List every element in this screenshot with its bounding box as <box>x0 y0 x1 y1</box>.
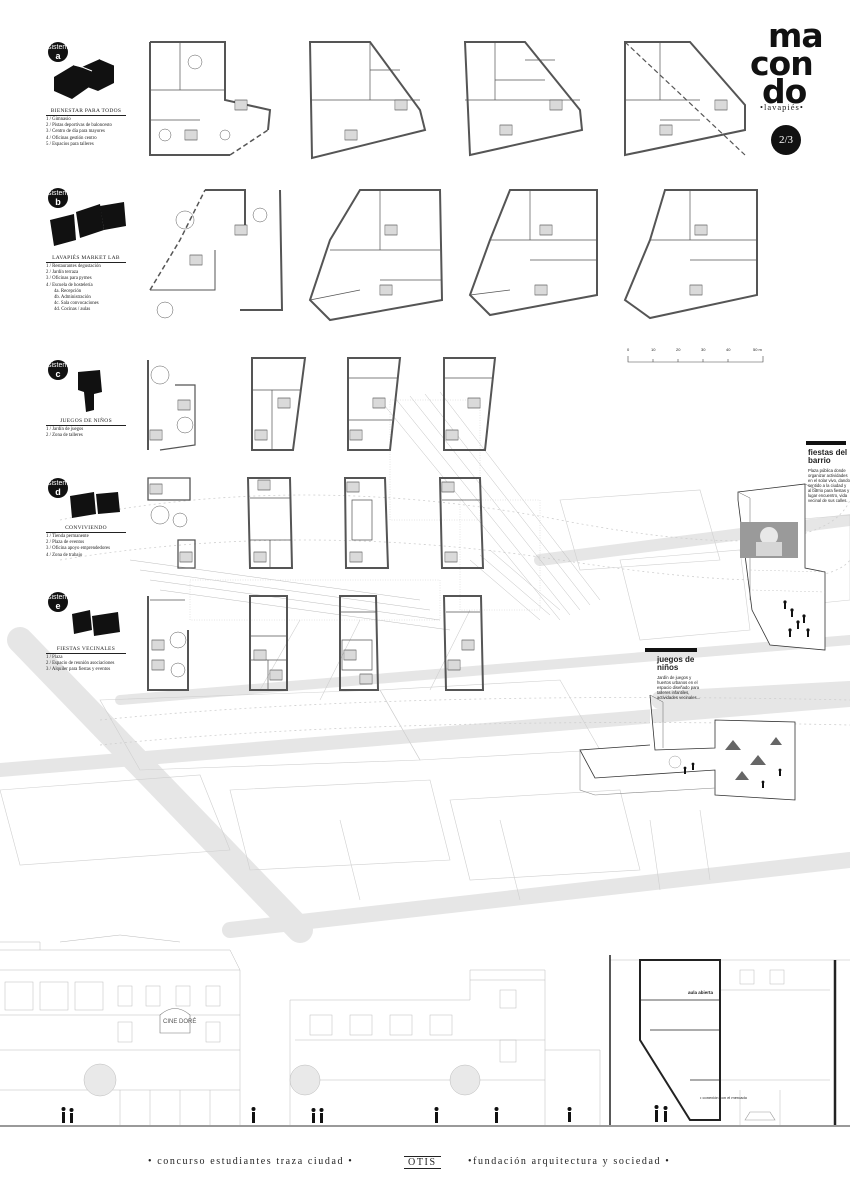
section-title-b: LAVAPIÉS MARKET LAB <box>46 255 126 263</box>
scale-label: 0 <box>627 347 630 352</box>
item: 3 / Oficinas para pymes <box>46 276 92 282</box>
plan-a-level-1 <box>149 41 272 156</box>
plan-d-level-4 <box>438 477 485 569</box>
section-items-d: 1 / Tienda permanente 2 / Plaza de event… <box>46 534 141 559</box>
footer: • concurso estudiantes traza ciudad • OT… <box>0 1156 850 1170</box>
plan-d-level-1 <box>147 477 196 569</box>
cine-sign-label: CINE DORÉ <box>163 1019 197 1025</box>
section-title-e: FIESTAS VECINALES <box>46 646 126 654</box>
plan-d-level-3 <box>343 477 390 569</box>
plan-b-level-1 <box>149 189 284 319</box>
item: 3 / Oficina apoyo emprendedores <box>46 546 110 552</box>
massing-icon-d <box>70 492 120 518</box>
sheet-number: 2/3 <box>771 125 801 155</box>
plan-b-level-3 <box>468 189 598 317</box>
section-items-c: 1 / Jardín de juegos 2 / Zona de tallere… <box>46 427 141 439</box>
massing-icon-e <box>72 610 120 636</box>
callout-text-juegos: Jardín de juegos y huertos urbanos en el… <box>657 675 701 700</box>
plan-a-level-3 <box>463 41 584 157</box>
callout-title-fiestas: fiestas del barrio <box>808 448 848 465</box>
section-items-b: 1 / Restaurantes degustación 2 / Jardín … <box>46 264 141 314</box>
callout-title-juegos: juegos de niños <box>657 655 695 672</box>
item: 2 / Jardín terraza <box>46 270 79 276</box>
item: 4 / Escuela de hostelería <box>46 282 93 288</box>
scale-label: 10 <box>651 347 656 352</box>
section-title-a: BIENESTAR PARA TODOS <box>46 108 126 116</box>
item: 4c. Sala convocaciones <box>54 301 99 307</box>
massing-icon-b <box>50 202 126 246</box>
plan-e-level-2 <box>249 595 288 691</box>
item: 2 / Pistas deportivas de baloncesto <box>46 123 112 129</box>
item: 4a. Recepción <box>54 288 82 294</box>
item: 2 / Plaza de eventos <box>46 540 85 546</box>
logo-line-3: do <box>762 72 807 111</box>
callout-text-fiestas: Plaza pública donde organizar actividade… <box>808 468 850 503</box>
section-note: • conexión con el mercado <box>700 1095 747 1100</box>
scale-bar <box>627 356 764 363</box>
scale-label: 20 <box>676 347 681 352</box>
section-title-c: JUEGOS DE NIÑOS <box>46 418 126 426</box>
callout-bar-fiestas <box>806 441 846 445</box>
plan-e-level-4 <box>442 595 485 691</box>
section-items-a: 1 / Gimnasio 2 / Pistas deportivas de ba… <box>46 117 141 148</box>
plan-b-level-2 <box>308 189 444 322</box>
item: 5 / Espacios para talleres <box>46 141 94 147</box>
item: 1 / Tienda permanente <box>46 534 89 539</box>
massing-icon-a <box>54 58 115 99</box>
plan-b-level-4 <box>623 189 758 320</box>
logo-line-2: con <box>750 44 814 83</box>
plan-a-level-2 <box>308 41 427 160</box>
item: 4 / Oficinas gestión centro <box>46 135 97 141</box>
scale-label: 50 m <box>753 347 762 352</box>
item: 3 / Alquiler para fiestas y eventos <box>46 667 111 673</box>
section-title-d: CONVIVIENDO <box>46 525 126 533</box>
logo-line-1: ma <box>768 16 824 55</box>
plan-e-level-3 <box>339 595 380 691</box>
axon-juegos-building <box>579 694 796 801</box>
item: 2 / Zona de talleres <box>46 433 83 439</box>
plan-c-level-1 <box>147 360 196 451</box>
item: 1 / Restaurantes degustación <box>46 264 101 269</box>
plan-a-level-4 <box>624 41 746 157</box>
item: 1 / Gimnasio <box>46 117 71 122</box>
plan-d-level-2 <box>246 477 294 569</box>
scale-label: 40 <box>726 347 731 352</box>
section-label-aula: aula abierta <box>688 990 714 995</box>
footer-left: • concurso estudiantes traza ciudad • <box>148 1156 354 1167</box>
plan-c-level-3 <box>347 357 402 451</box>
item: 4 / Zona de trabajo <box>46 552 83 558</box>
item: 2 / Espacio de reunión asociaciones <box>46 661 115 667</box>
massing-icon-c <box>78 370 102 412</box>
item: 1 / Jardín de juegos <box>46 427 84 432</box>
footer-otis-logo: OTIS <box>404 1156 441 1169</box>
axon-fiestas-building <box>737 483 826 651</box>
scale-label: 30 <box>701 347 706 352</box>
footer-right: •fundación arquitectura y sociedad • <box>468 1156 671 1167</box>
item: 1 / Plaza <box>46 655 63 660</box>
item: 4b. Administración <box>54 295 91 301</box>
street-elevation <box>0 934 850 1127</box>
plan-c-level-4 <box>443 357 497 451</box>
plan-e-level-1 <box>147 596 189 691</box>
item: 3 / Centro de día para mayores <box>46 129 105 135</box>
section-items-e: 1 / Plaza 2 / Espacio de reunión asociac… <box>46 655 141 674</box>
logo-subtitle: •lavapiés• <box>760 102 804 112</box>
plan-c-level-2 <box>251 357 307 451</box>
floor-plans <box>147 41 758 691</box>
callout-bar-juegos <box>645 648 697 652</box>
item: 4d. Cocinas / aulas <box>54 307 91 313</box>
